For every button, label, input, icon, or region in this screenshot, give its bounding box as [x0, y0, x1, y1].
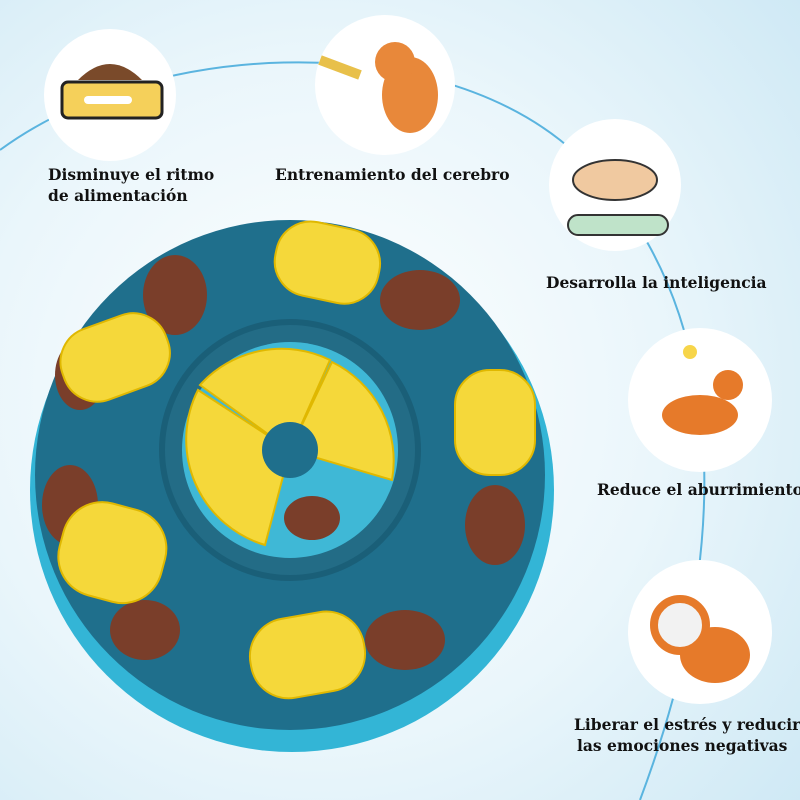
benefit-text: Disminuye el ritmo	[48, 165, 215, 184]
benefit-text: de alimentación	[48, 186, 188, 205]
benefit-label-slow-eating: Disminuye el ritmo de alimentación	[48, 164, 214, 206]
benefit-label-intelligence: Desarrolla la inteligencia	[546, 272, 767, 293]
dog-puzzle-feeder	[30, 220, 554, 752]
benefit-text: Desarrolla la inteligencia	[546, 273, 767, 292]
benefit-label-stress: Liberar el estrés y reducir las emocione…	[574, 714, 800, 756]
food-bowl-icon	[44, 29, 176, 161]
sad-puppy-icon	[628, 560, 772, 704]
benefit-text: las emociones negativas	[577, 736, 788, 755]
benefit-text: Entrenamiento del cerebro	[275, 165, 510, 184]
benefit-text: Reduce el aburrimiento	[597, 480, 800, 499]
dog-treadmill-icon	[549, 119, 681, 251]
benefit-text: Liberar el estrés y reducir	[574, 715, 800, 734]
corgi-lightbulb-icon	[628, 328, 772, 472]
connector-curve	[0, 61, 706, 800]
dog-paw-training-icon	[315, 15, 455, 155]
benefit-label-boredom: Reduce el aburrimiento	[597, 479, 800, 500]
benefit-label-brain-training: Entrenamiento del cerebro	[275, 164, 510, 185]
